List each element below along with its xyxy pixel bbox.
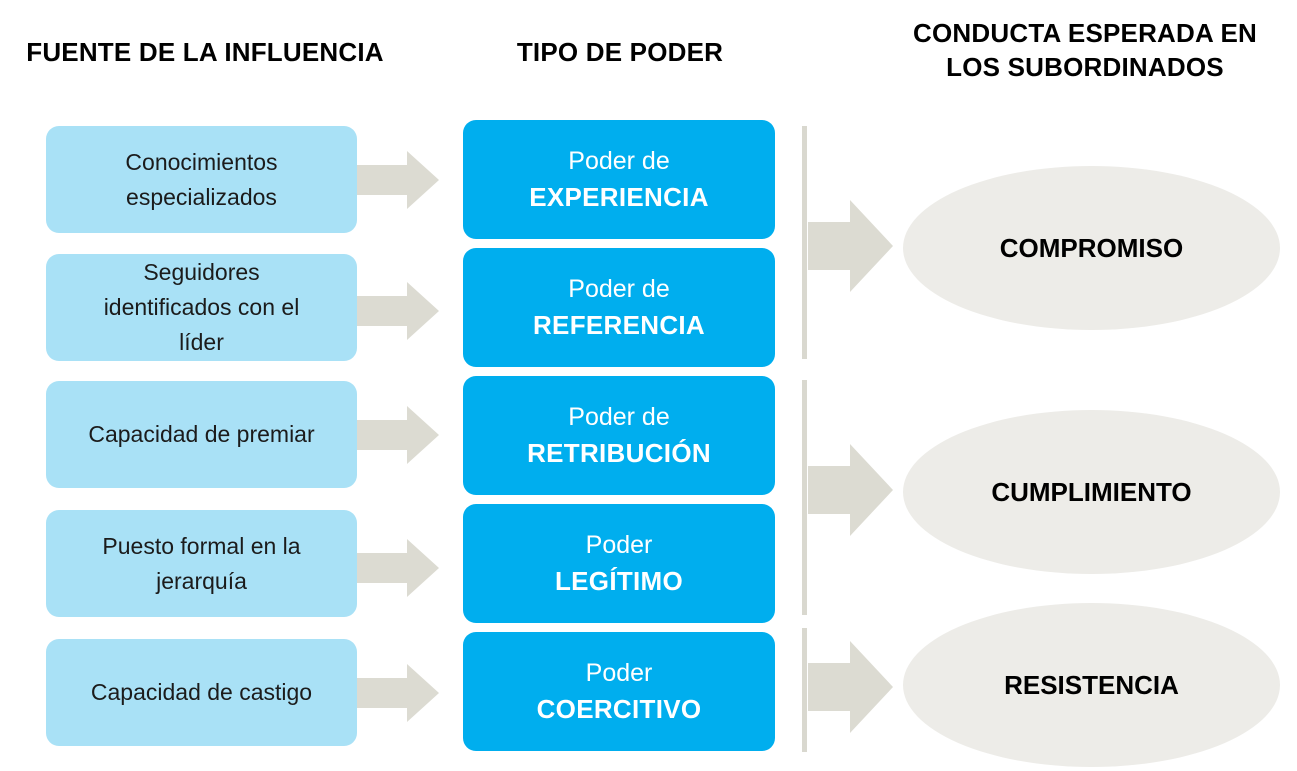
source-text-line: jerarquía [156,567,247,594]
power-name: REFERENCIA [532,310,705,340]
source-box-followers: Seguidores identificados con el líder [46,254,357,361]
arrow-right-icon [357,539,439,597]
power-name: RETRIBUCIÓN [527,438,711,468]
power-prefix: Poder de [568,403,670,431]
source-box-punishment: Capacidad de castigo [46,639,357,746]
power-prefix: Poder de [568,275,670,303]
source-box-expertise: Conocimientos especializados [46,126,357,233]
header-expected-behavior-line2: LOS SUBORDINADOS [946,52,1224,82]
power-name: EXPERIENCIA [529,182,709,212]
source-text-line: líder [179,329,224,355]
power-prefix: Poder de [568,147,670,175]
arrow-right-icon [357,151,439,209]
source-text-line: identificados con el [103,294,300,320]
power-box-legitimate: Poder LEGÍTIMO [463,504,775,623]
power-box-coercive: Poder COERCITIVO [463,632,775,751]
header-expected-behavior: CONDUCTA ESPERADA EN LOS SUBORDINADOS [880,16,1290,84]
arrow-right-icon [808,200,893,292]
power-box-expertise: Poder de EXPERIENCIA [463,120,775,239]
power-name: COERCITIVO [536,694,702,724]
power-prefix: Poder [585,531,653,559]
arrow-right-icon [357,406,439,464]
source-text-line: especializados [126,183,277,210]
source-text-line: Capacidad de premiar [88,421,315,447]
source-text-line: Puesto formal en la [102,532,301,559]
outcome-label: CUMPLIMIENTO [991,476,1192,507]
outcome-label: RESISTENCIA [1004,669,1179,700]
power-name: LEGÍTIMO [554,566,684,596]
source-text-line: Seguidores [143,259,260,285]
outcome-compliance: CUMPLIMIENTO [903,410,1280,574]
source-box-reward: Capacidad de premiar [46,381,357,488]
outcome-commitment: COMPROMISO [903,166,1280,330]
power-box-referent: Poder de REFERENCIA [463,248,775,367]
outcome-resistance: RESISTENCIA [903,603,1280,767]
source-text-line: Conocimientos [125,148,278,175]
arrow-right-icon [808,444,893,536]
arrow-right-icon [808,641,893,733]
source-text-line: Capacidad de castigo [90,679,313,705]
source-box-formal-position: Puesto formal en la jerarquía [46,510,357,617]
arrow-right-icon [357,664,439,722]
power-prefix: Poder [585,659,653,687]
power-box-reward: Poder de RETRIBUCIÓN [463,376,775,495]
group-divider [802,380,807,615]
group-divider [802,628,807,752]
arrow-right-icon [357,282,439,340]
outcome-label: COMPROMISO [999,232,1184,263]
header-source-of-influence: FUENTE DE LA INFLUENCIA [26,37,384,67]
header-expected-behavior-line1: CONDUCTA ESPERADA EN [913,18,1257,48]
header-power-type: TIPO DE PODER [516,37,724,67]
group-divider [802,126,807,359]
